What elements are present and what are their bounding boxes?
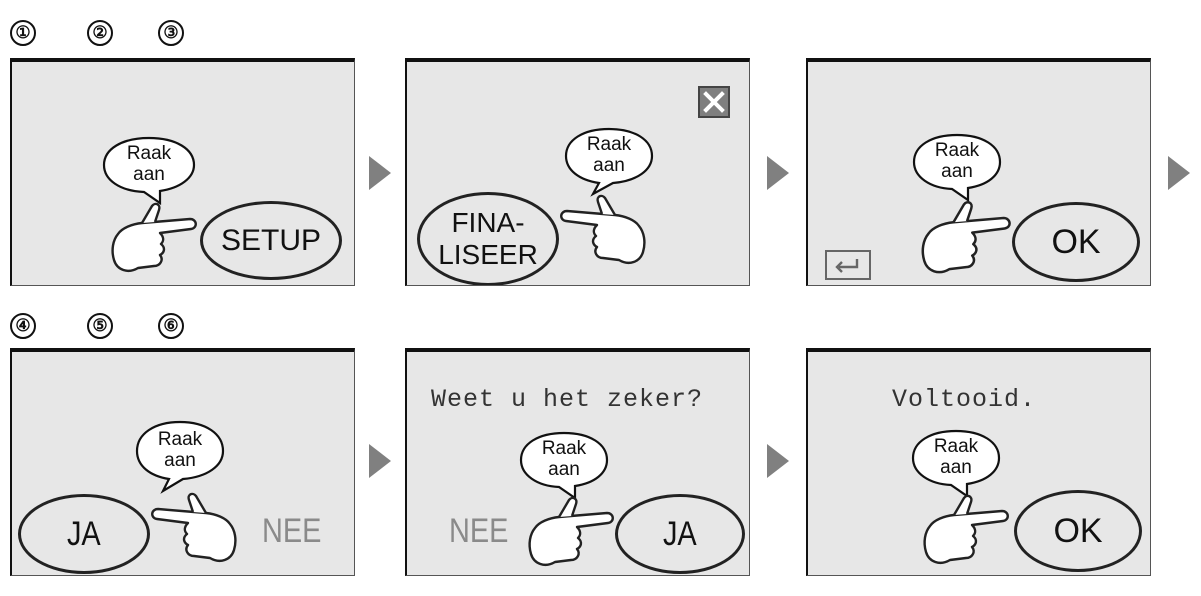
back-button[interactable] <box>825 250 871 280</box>
pointing-hand-icon <box>528 496 614 566</box>
step-marker-4: ④ <box>10 313 36 339</box>
screen-yes-no: Raak aan JA NEE <box>10 348 355 576</box>
ok-button[interactable]: OK <box>1012 202 1140 282</box>
next-arrow <box>369 444 391 478</box>
step-marker-2: ② <box>87 20 113 46</box>
touch-bubble: Raak aan <box>133 419 227 495</box>
pointing-hand-icon <box>923 494 1009 564</box>
touch-bubble: Raak aan <box>100 135 198 206</box>
screen-setup: Raak aan SETUP <box>10 58 355 286</box>
pointing-hand-icon <box>921 201 1011 274</box>
next-arrow <box>1168 156 1190 190</box>
screen-are-you-sure: Weet u het zeker? Raak aan NEE JA <box>405 348 750 576</box>
pointing-hand-left-icon <box>151 492 237 562</box>
pointing-hand-left-icon <box>560 194 646 264</box>
completed-message: Voltooid. <box>892 385 1037 414</box>
next-arrow <box>369 156 391 190</box>
return-icon <box>835 259 859 273</box>
close-button[interactable] <box>698 86 730 118</box>
next-arrow <box>767 156 789 190</box>
screen-completed: Voltooid. Raak aan OK <box>806 348 1151 576</box>
pointing-hand-icon <box>111 202 197 272</box>
step-marker-1: ① <box>10 20 36 46</box>
yes-button[interactable]: JA <box>615 494 745 574</box>
touch-bubble: Raak aan <box>910 428 1002 500</box>
screen-finalize: Raak aan FINA- LISEER <box>405 58 750 286</box>
step-marker-6: ⑥ <box>158 313 184 339</box>
touch-bubble: Raak aan <box>517 430 611 502</box>
setup-button[interactable]: SETUP <box>200 201 342 280</box>
next-arrow <box>767 444 789 478</box>
touch-bubble: Raak aan <box>910 132 1004 203</box>
finalize-button[interactable]: FINA- LISEER <box>417 192 559 285</box>
close-icon <box>703 91 725 113</box>
no-button[interactable]: NEE <box>449 512 509 550</box>
step-marker-3: ③ <box>158 20 184 46</box>
step-marker-5: ⑤ <box>87 313 113 339</box>
touch-bubble: Raak aan <box>563 126 655 197</box>
screen-confirm-ok: Raak aan OK <box>806 58 1151 286</box>
yes-button[interactable]: JA <box>18 494 150 574</box>
ok-button[interactable]: OK <box>1014 490 1142 572</box>
confirm-message: Weet u het zeker? <box>431 385 704 414</box>
no-button[interactable]: NEE <box>262 512 322 550</box>
